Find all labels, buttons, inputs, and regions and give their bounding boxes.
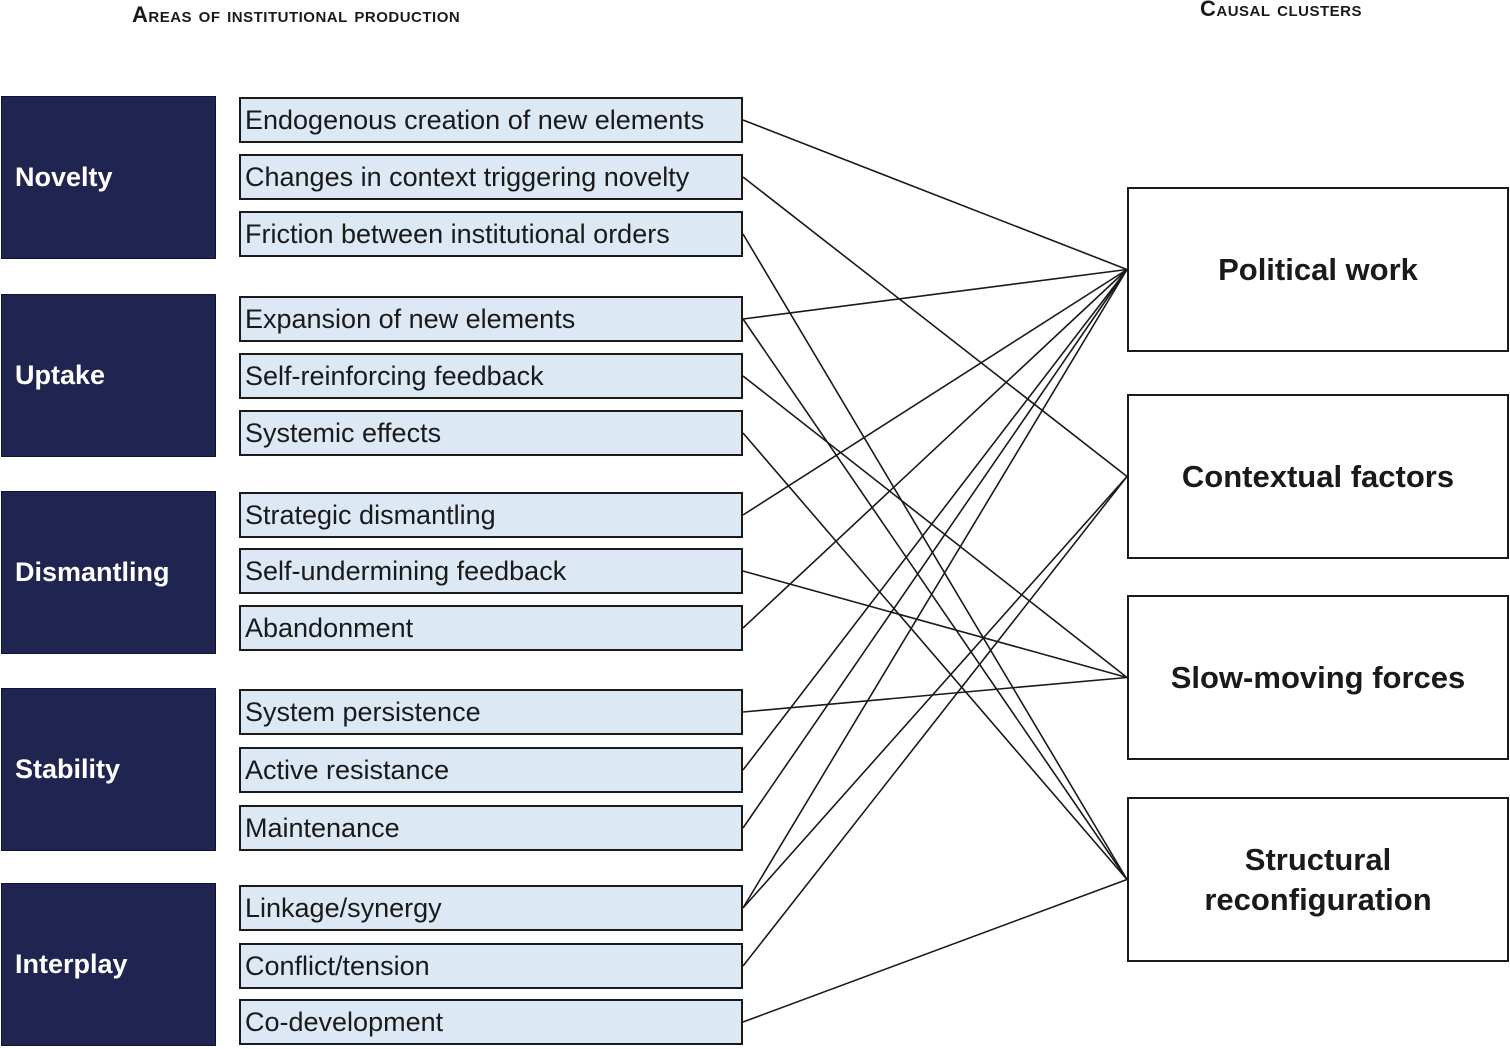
item-self-undermining: Self-undermining feedback bbox=[239, 548, 743, 594]
cluster-political-work: Political work bbox=[1127, 187, 1509, 352]
item-abandonment: Abandonment bbox=[239, 605, 743, 651]
connection-line bbox=[742, 268, 1128, 516]
item-co-development: Co-development bbox=[239, 999, 743, 1045]
clusters-heading: Causal clusters bbox=[1200, 0, 1363, 21]
item-conflict-tension: Conflict/tension bbox=[239, 943, 743, 989]
connection-line bbox=[742, 318, 1128, 880]
connection-line bbox=[742, 233, 1128, 880]
cluster-slow-moving-forces: Slow-moving forces bbox=[1127, 595, 1509, 760]
connection-line bbox=[742, 268, 1128, 320]
item-maintenance: Maintenance bbox=[239, 805, 743, 851]
areas-heading: Areas of institutional production bbox=[132, 2, 461, 27]
connection-line bbox=[742, 475, 1128, 909]
connection-line bbox=[742, 570, 1128, 679]
connection-line bbox=[742, 176, 1128, 478]
connection-line bbox=[742, 119, 1128, 271]
connection-line bbox=[742, 878, 1128, 1023]
cluster-structural-reconfiguration: Structural reconfiguration bbox=[1127, 797, 1509, 962]
connection-line bbox=[742, 432, 1128, 881]
connection-line bbox=[742, 676, 1128, 713]
item-friction: Friction between institutional orders bbox=[239, 211, 743, 257]
connection-line bbox=[742, 269, 1128, 909]
area-dismantling: Dismantling bbox=[1, 491, 216, 654]
connection-line bbox=[742, 269, 1128, 771]
area-novelty: Novelty bbox=[1, 96, 216, 259]
item-expansion: Expansion of new elements bbox=[239, 296, 743, 342]
area-interplay: Interplay bbox=[1, 883, 216, 1046]
item-self-reinforcing: Self-reinforcing feedback bbox=[239, 353, 743, 399]
item-active-resistance: Active resistance bbox=[239, 747, 743, 793]
area-uptake: Uptake bbox=[1, 294, 216, 457]
area-stability: Stability bbox=[1, 688, 216, 851]
connection-line bbox=[742, 476, 1128, 967]
item-system-persistence: System persistence bbox=[239, 689, 743, 735]
item-endogenous-creation: Endogenous creation of new elements bbox=[239, 97, 743, 143]
item-linkage-synergy: Linkage/synergy bbox=[239, 885, 743, 931]
item-strategic-dismantling: Strategic dismantling bbox=[239, 492, 743, 538]
connection-line bbox=[742, 269, 1128, 829]
connection-line bbox=[742, 268, 1128, 629]
connection-line bbox=[742, 375, 1128, 679]
item-changes-in-context: Changes in context triggering novelty bbox=[239, 154, 743, 200]
item-systemic-effects: Systemic effects bbox=[239, 410, 743, 456]
cluster-contextual-factors: Contextual factors bbox=[1127, 394, 1509, 559]
